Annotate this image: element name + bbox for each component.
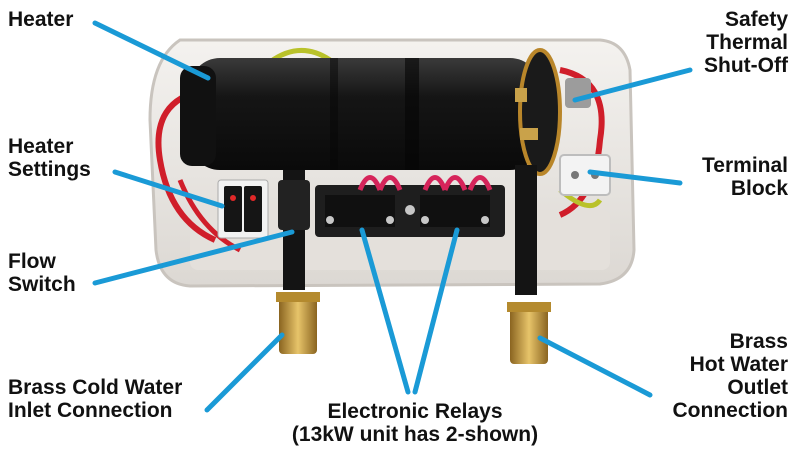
- red-wire: [155, 87, 217, 243]
- hot-outlet-pipe: [515, 165, 537, 295]
- safety-thermal-shutoff-label: Safety Thermal Shut-Off: [704, 8, 788, 77]
- thermal-switch: [565, 78, 591, 108]
- heater-callout-line: [92, 20, 211, 81]
- hot-brass-fitting: [510, 306, 548, 364]
- electronic-relays-label: Electronic Relays (13kW unit has 2-shown…: [270, 400, 560, 446]
- label-line: Outlet: [727, 376, 788, 399]
- label-line: Brass Cold Water: [8, 376, 183, 399]
- tank-end-cap: [518, 48, 562, 176]
- label-line: Hot Water: [689, 353, 788, 376]
- label-line: Shut-Off: [704, 54, 788, 77]
- terminal-block-label: Terminal Block: [702, 154, 788, 200]
- label-line: (13kW unit has 2-shown): [291, 423, 539, 446]
- brass-cold-inlet-label: Brass Cold Water Inlet Connection: [8, 376, 182, 422]
- flow-switch-label: Flow Switch: [8, 250, 76, 296]
- terminal-callout-line: [587, 169, 683, 186]
- safety-callout-line: [572, 67, 693, 103]
- hot-callout-line: [537, 335, 653, 398]
- label-line: Terminal: [702, 154, 788, 177]
- cold-brass-fitting: [279, 296, 317, 354]
- relay-callout-line: [359, 227, 411, 395]
- flow-switch: [278, 180, 310, 230]
- brass-hot-outlet-label: Brass Hot Water Outlet Connection: [673, 330, 789, 422]
- label-line: Safety: [724, 8, 788, 31]
- cold-callout-line: [204, 332, 285, 413]
- label-line: Flow: [8, 250, 56, 273]
- heater-settings-label: Heater Settings: [8, 135, 91, 181]
- label-line: Heater: [8, 135, 74, 158]
- label-line: Thermal: [706, 31, 788, 54]
- flow-callout-line: [92, 229, 295, 286]
- heater-tank: [190, 58, 540, 170]
- tank-left-cap: [180, 66, 216, 166]
- label-line: Electronic Relays: [327, 400, 503, 423]
- heater-label-text: Heater: [8, 8, 74, 31]
- settings-callout-line: [112, 169, 225, 209]
- label-line: Block: [730, 177, 788, 200]
- label-line: Settings: [8, 158, 91, 181]
- label-line: Inlet Connection: [8, 399, 173, 422]
- heater-label: Heater: [8, 8, 73, 31]
- label-line: Switch: [8, 273, 76, 296]
- label-line: Brass: [729, 330, 788, 353]
- relay-callout-line: [412, 227, 460, 395]
- label-line: Connection: [672, 399, 789, 422]
